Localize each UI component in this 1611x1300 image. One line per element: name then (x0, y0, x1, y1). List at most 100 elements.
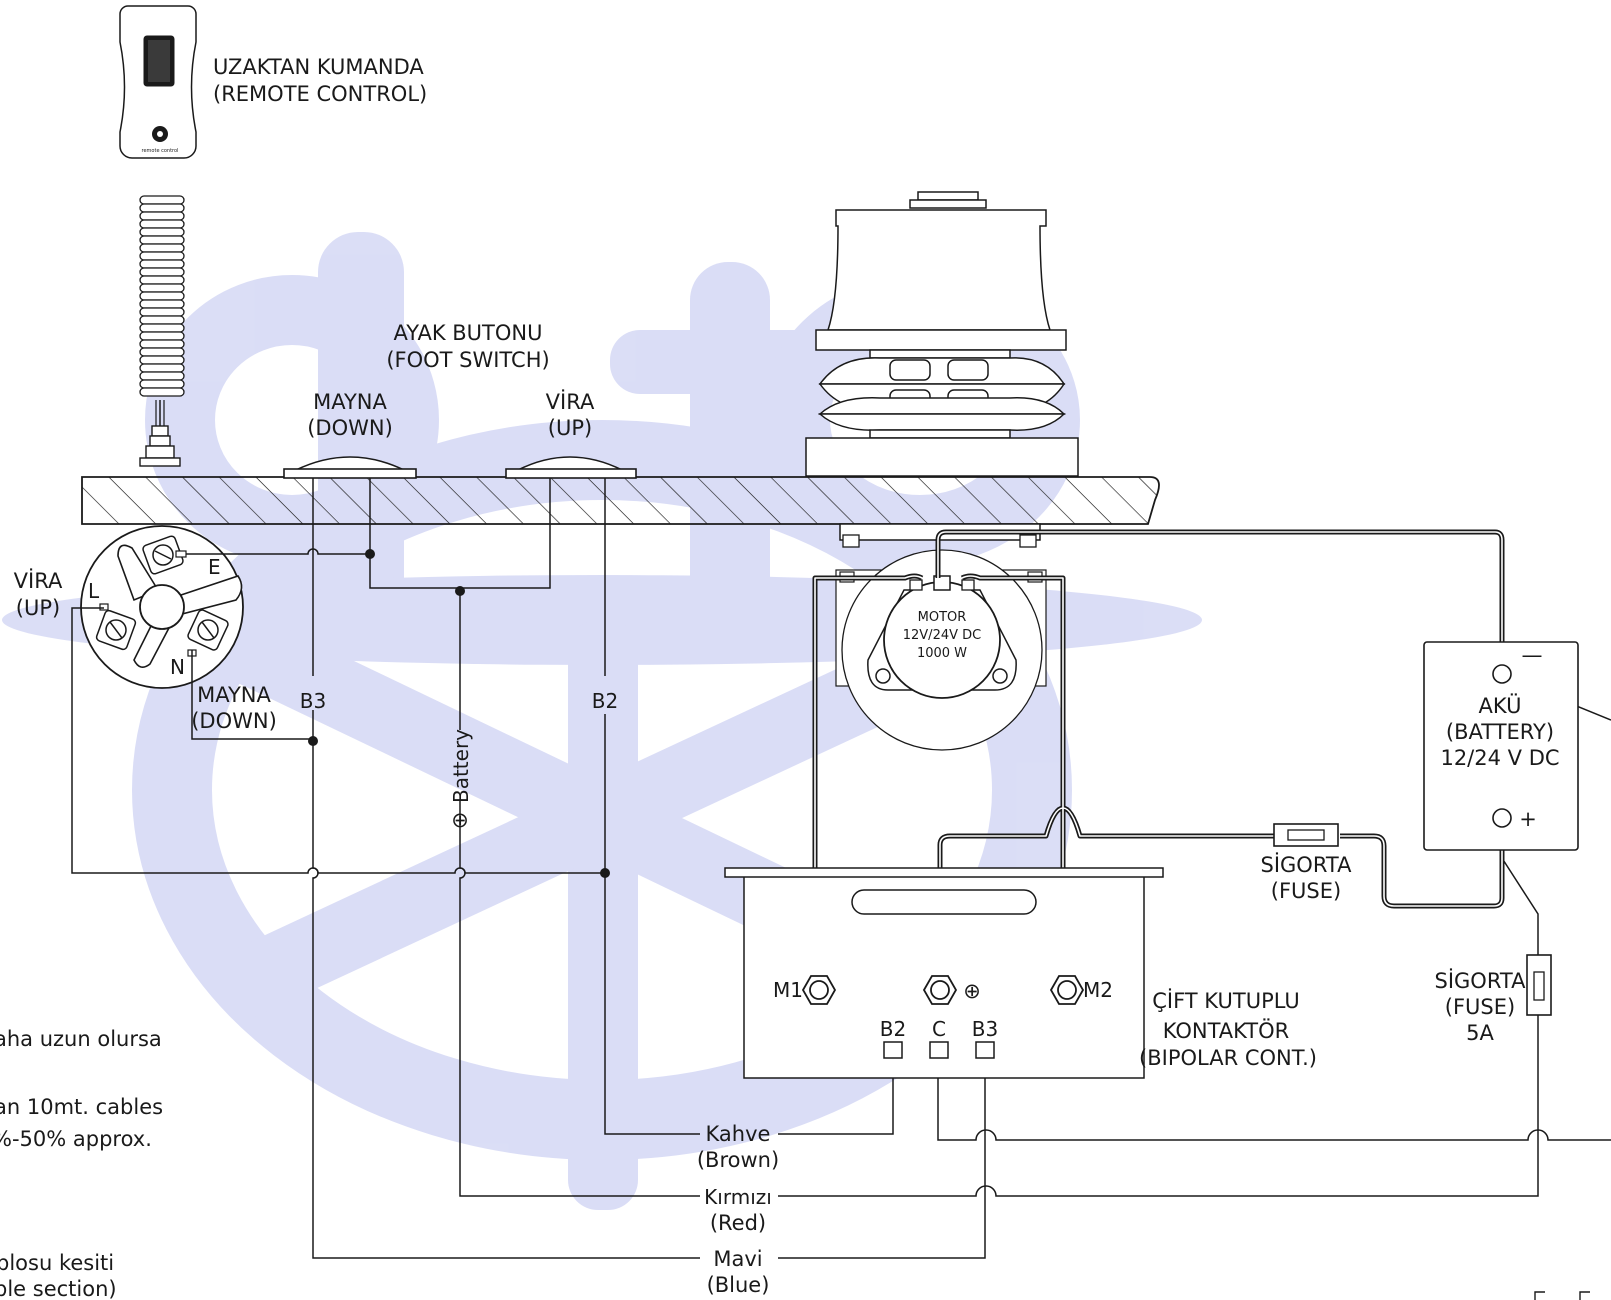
switch-terminal-n: N (170, 655, 185, 679)
wire-label-b3: B3 (300, 689, 326, 713)
switch-up-label-tr: VİRA (14, 568, 63, 593)
switch-up-label-en: (UP) (16, 596, 60, 620)
terminal-b2: B2 (880, 1017, 906, 1041)
screw-terminal-e-icon (142, 535, 184, 575)
cable-gland (139, 400, 181, 467)
nut-m2-icon (1049, 975, 1085, 1005)
screw-terminal-n-icon (187, 609, 229, 651)
coil-loop (139, 235, 185, 245)
foot-up-label-en: (UP) (548, 416, 592, 440)
power-cables-inner (814, 531, 1503, 982)
coil-loop (139, 339, 185, 349)
coil-loop (139, 291, 185, 301)
deck (81, 476, 1160, 525)
small-fuse-icon (1526, 954, 1552, 1016)
small-fuse-rating: 5A (1466, 1021, 1494, 1045)
remote-label-en: (REMOTE CONTROL) (213, 82, 427, 106)
motor-power: 1000 W (917, 646, 967, 661)
coil-loop (139, 363, 185, 373)
coil-loop (139, 387, 185, 397)
battery-label-en: (BATTERY) (1446, 720, 1554, 744)
coil-loop (139, 355, 185, 365)
coil-loop (139, 211, 185, 221)
remote-label-tr: UZAKTAN KUMANDA (213, 55, 424, 79)
coil-loop (139, 299, 185, 309)
corner-marks (1534, 1291, 1590, 1300)
coil-loop (139, 331, 185, 341)
cable-red-tr: Kırmızı (704, 1185, 772, 1209)
wire-junction-dots (308, 549, 610, 878)
coiled-cable (139, 195, 185, 397)
terminal-c: C (932, 1017, 946, 1041)
switch-terminal-e: E (208, 555, 221, 579)
switch-down-label-en: (DOWN) (191, 709, 277, 733)
cable-blue-tr: Mavi (713, 1247, 762, 1271)
foot-switch-down (283, 456, 417, 479)
main-fuse-icon (1273, 823, 1339, 847)
note-line-2: an 10mt. cables (0, 1095, 163, 1119)
coil-loop (139, 315, 185, 325)
contactor-label-en: (BIPOLAR CONT.) (1139, 1046, 1317, 1070)
coil-loop (139, 379, 185, 389)
selector-switch: E L N (80, 525, 244, 689)
contactor-label-tr1: ÇİFT KUTUPLU (1152, 988, 1300, 1013)
battery-plus-symbol: ⊕ (451, 808, 469, 832)
coil-loop (139, 347, 185, 357)
note-line-5: ble section) (0, 1277, 117, 1300)
coil-loop (139, 243, 185, 253)
wire-label-b2: B2 (592, 689, 618, 713)
coil-loop (139, 203, 185, 213)
note-line-3: %-50% approx. (0, 1127, 152, 1151)
battery-minus-sign: — (1522, 643, 1543, 667)
remote-control: remote control (119, 5, 197, 159)
foot-down-label-tr: MAYNA (313, 390, 387, 414)
wire-label-battery: Battery (449, 729, 473, 803)
coil-loop (139, 219, 185, 229)
coil-loop (139, 259, 185, 269)
terminal-m2: M2 (1083, 978, 1113, 1002)
contactor-label-tr2: KONTAKTÖR (1163, 1018, 1290, 1043)
bipolar-contactor: M1 M2 ⊕ B2 C B3 (724, 867, 1164, 1079)
terminal-plus: ⊕ (963, 979, 981, 1003)
coil-loop (139, 195, 185, 205)
battery: — + AKÜ (BATTERY) 12/24 V DC (1423, 641, 1579, 851)
foot-switch-up (505, 456, 637, 479)
cable-red-en: (Red) (710, 1211, 766, 1235)
screw-terminal-l-icon (95, 609, 137, 651)
brand-logo-icon (152, 126, 168, 142)
switch-terminal-l: L (88, 579, 100, 603)
coil-loop (139, 307, 185, 317)
motor-title: MOTOR (918, 610, 967, 625)
battery-plus-sign: + (1519, 807, 1537, 831)
cable-brown-en: (Brown) (697, 1148, 779, 1172)
foot-up-label-tr: VİRA (546, 389, 595, 414)
motor-voltage: 12V/24V DC (903, 628, 981, 643)
motor: MOTOR 12V/24V DC 1000 W (835, 523, 1047, 751)
switch-down-label-tr: MAYNA (197, 683, 271, 707)
foot-down-label-en: (DOWN) (307, 416, 393, 440)
main-fuse-label-tr: SİGORTA (1261, 852, 1353, 877)
battery-label-tr: AKÜ (1479, 693, 1522, 718)
coil-loop (139, 283, 185, 293)
coil-loop (139, 275, 185, 285)
terminal-b3: B3 (972, 1017, 998, 1041)
remote-brand-text: remote control (142, 148, 179, 154)
coil-loop (139, 251, 185, 261)
foot-switch-label-tr: AYAK BUTONU (394, 321, 543, 345)
foot-switch-label-en: (FOOT SWITCH) (386, 348, 549, 372)
note-line-4: blosu kesiti (0, 1251, 114, 1275)
note-line-1: aha uzun olursa (0, 1027, 162, 1051)
windlass-drum (805, 191, 1079, 477)
coil-loop (139, 227, 185, 237)
small-fuse-label-tr: SİGORTA (1435, 968, 1527, 993)
main-fuse-label-en: (FUSE) (1271, 879, 1341, 903)
coil-loop (139, 323, 185, 333)
nut-plus-icon (922, 975, 958, 1005)
coil-loop (139, 267, 185, 277)
coil-loop (139, 371, 185, 381)
terminal-m1: M1 (773, 978, 803, 1002)
cable-brown-tr: Kahve (706, 1122, 771, 1146)
nut-m1-icon (801, 975, 837, 1005)
battery-voltage: 12/24 V DC (1440, 746, 1559, 770)
